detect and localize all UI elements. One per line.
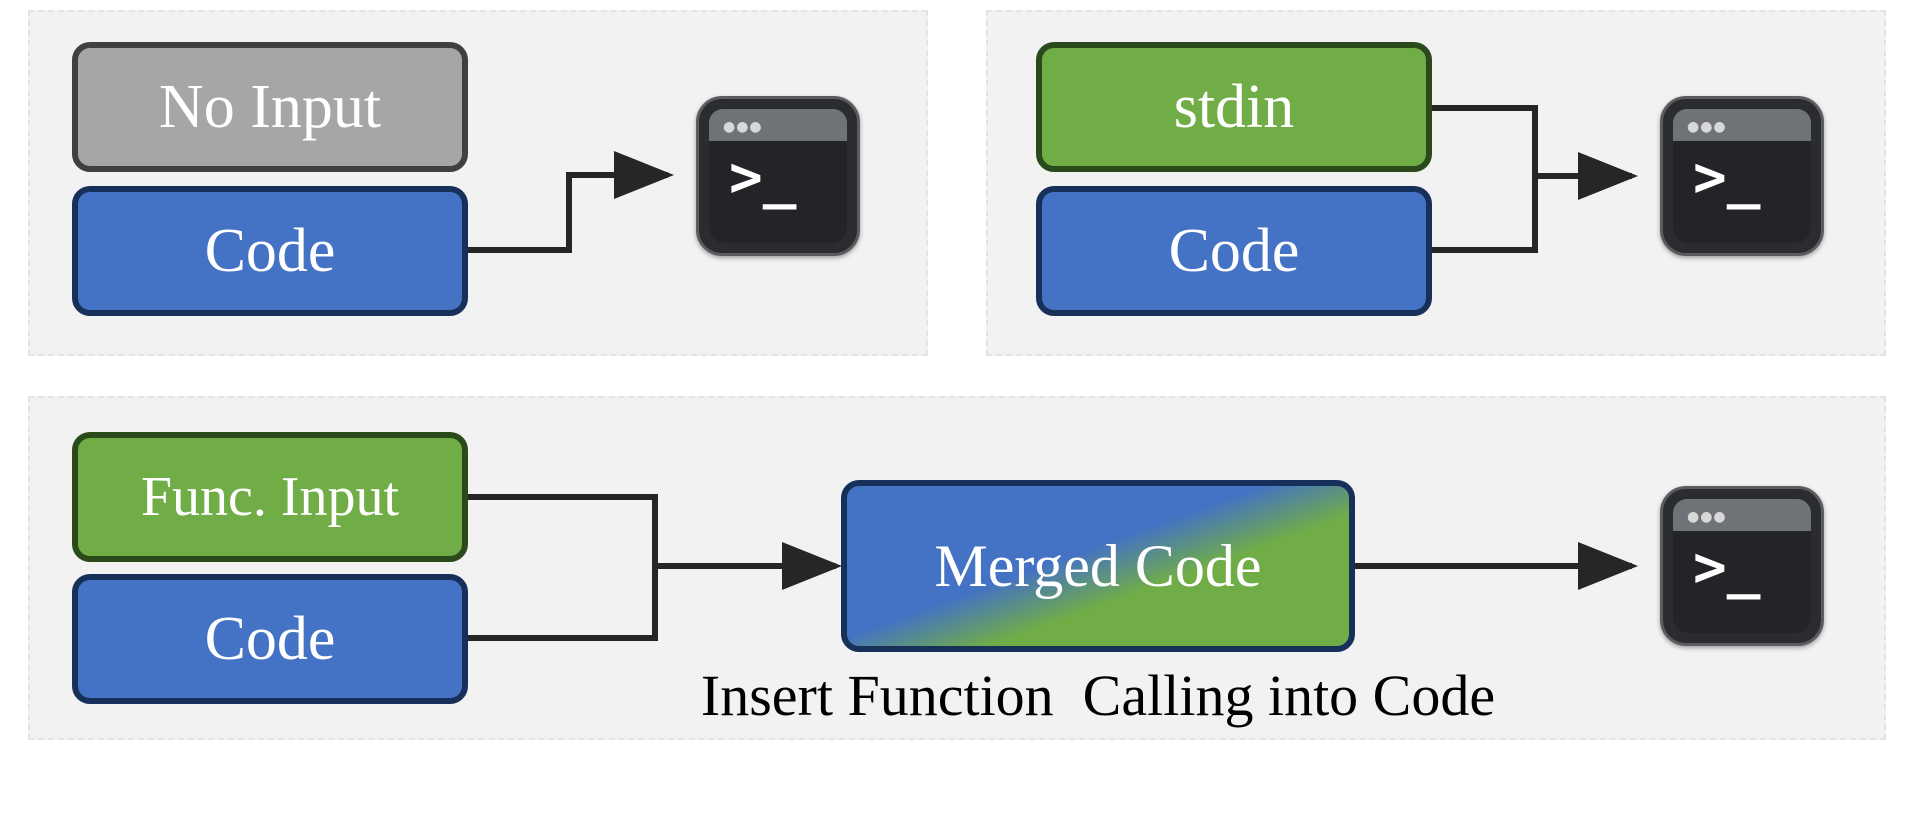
code-box-1: Code — [72, 186, 468, 316]
terminal-icon: ●●● >_ — [696, 96, 860, 256]
code-box-2: Code — [1036, 186, 1432, 316]
window-dots: ●●● — [1687, 119, 1727, 135]
code-box-3: Code — [72, 574, 468, 704]
window-dots: ●●● — [1687, 509, 1727, 525]
no-input-box: No Input — [72, 42, 468, 172]
merged-code-box: Merged Code — [841, 480, 1355, 652]
terminal-icon: ●●● >_ — [1660, 486, 1824, 646]
prompt-glyph: >_ — [1693, 535, 1761, 600]
prompt-glyph: >_ — [1693, 145, 1761, 210]
stdin-box: stdin — [1036, 42, 1432, 172]
terminal-icon: ●●● >_ — [1660, 96, 1824, 256]
line-stdin — [1430, 105, 1538, 253]
line-func-input — [466, 494, 658, 641]
merge-caption: Insert Function Calling into Code — [700, 663, 1496, 728]
func-input-box: Func. Input — [72, 432, 468, 562]
window-dots: ●●● — [723, 119, 763, 135]
prompt-glyph: >_ — [729, 145, 797, 210]
arrow-code-to-terminal-1 — [466, 151, 674, 253]
